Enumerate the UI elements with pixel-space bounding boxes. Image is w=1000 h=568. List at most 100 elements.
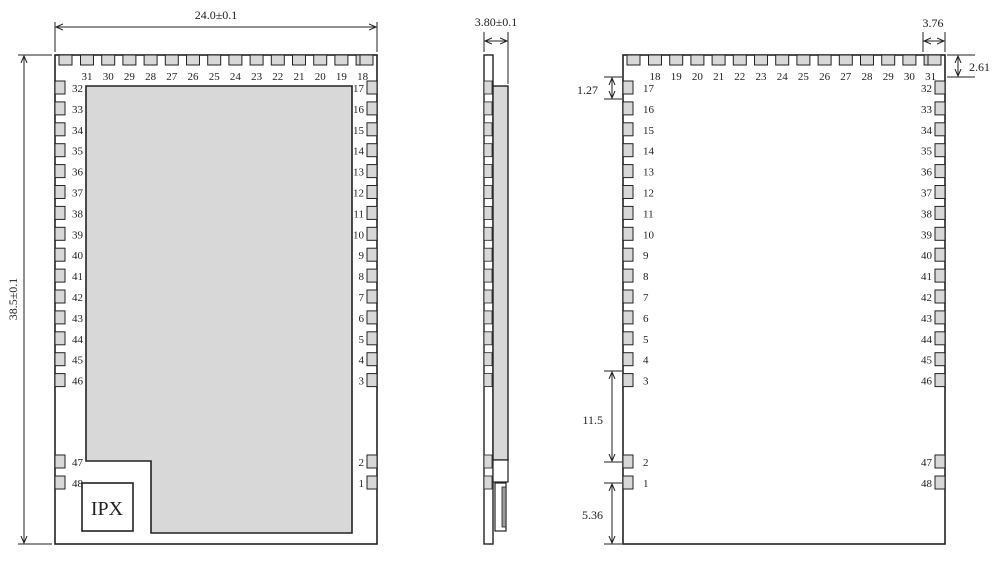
pin-pad	[58, 54, 73, 66]
back-pitch-dimension: 1.27	[577, 76, 622, 100]
right-pin-number: 39	[921, 229, 933, 241]
top-pin-number: 18	[650, 71, 662, 83]
pin-pad	[54, 101, 66, 116]
pin-pad	[622, 205, 634, 220]
top-pin-number: 31	[925, 71, 936, 83]
right-pin-number: 36	[921, 167, 933, 179]
left-pin-number: 48	[72, 478, 84, 490]
pin-pad	[934, 143, 946, 158]
pin-pad	[366, 373, 378, 388]
pin-pad	[359, 54, 374, 66]
side-pin-pad	[483, 122, 493, 137]
top-pin-number: 30	[103, 71, 115, 83]
back-gap-dimension: 11.5	[582, 370, 622, 463]
pin-pad	[622, 247, 634, 262]
top-pin-number: 25	[798, 71, 810, 83]
top-pin-number: 29	[124, 71, 136, 83]
pin-pad	[934, 289, 946, 304]
back-bottom-label: 5.36	[582, 508, 603, 522]
left-pin-number: 42	[72, 292, 83, 304]
pin-pad	[881, 54, 896, 66]
left-pin-number: 39	[72, 229, 84, 241]
right-pin-number: 13	[353, 167, 365, 179]
pin-pad	[934, 205, 946, 220]
pin-pad	[934, 122, 946, 137]
pin-pad	[54, 122, 66, 137]
left-pin-number: 9	[643, 250, 649, 262]
pin-pad	[54, 164, 66, 179]
pin-pad	[796, 54, 811, 66]
left-pin-number: 32	[72, 83, 83, 95]
pin-pad	[122, 54, 137, 66]
front-shield-area	[85, 85, 353, 534]
top-pin-number: 22	[272, 71, 283, 83]
pin-pad	[622, 331, 634, 346]
pin-pad	[622, 268, 634, 283]
pin-pad	[54, 205, 66, 220]
pin-pad	[754, 54, 768, 66]
ipx-connector	[81, 482, 134, 532]
top-pin-number: 21	[294, 71, 305, 83]
pin-pad	[366, 226, 378, 241]
right-pin-number: 38	[921, 208, 933, 220]
left-pin-number: 14	[643, 146, 655, 158]
pin-pad	[732, 54, 747, 66]
left-pin-number: 6	[643, 313, 649, 325]
right-pin-number: 4	[359, 355, 365, 367]
top-pin-number: 30	[904, 71, 916, 83]
pin-pad	[366, 205, 378, 220]
back-pad-width-label: 3.76	[923, 16, 944, 30]
back-bottom-dimension: 5.36	[582, 482, 622, 545]
right-pin-number: 12	[353, 188, 364, 200]
right-pin-number: 34	[921, 125, 933, 137]
top-pin-number: 18	[357, 71, 369, 83]
side-shield-lower	[492, 459, 509, 483]
pin-pad	[54, 80, 66, 95]
left-pin-number: 45	[72, 355, 84, 367]
top-pin-number: 19	[671, 71, 683, 83]
right-pin-number: 2	[359, 457, 365, 469]
pin-pad	[838, 54, 853, 66]
pin-pad	[366, 454, 378, 469]
left-pin-number: 5	[643, 334, 649, 346]
pin-pad	[934, 373, 946, 388]
back-pad-height-label: 2.61	[969, 60, 990, 74]
right-pin-number: 9	[359, 250, 365, 262]
pin-pad	[313, 54, 328, 66]
top-pin-number: 26	[188, 71, 200, 83]
pin-pad	[934, 475, 946, 490]
pin-pad	[817, 54, 832, 66]
left-pin-number: 4	[643, 355, 649, 367]
side-view: 3.80±0.1	[475, 15, 518, 545]
right-pin-number: 17	[353, 83, 365, 95]
pin-pad	[622, 101, 634, 116]
pin-pad	[366, 268, 378, 283]
left-pin-number: 8	[643, 271, 649, 283]
pin-pad	[622, 143, 634, 158]
side-pin-pad	[483, 352, 493, 367]
pin-pad	[860, 54, 874, 66]
left-pin-number: 1	[643, 478, 649, 490]
top-pin-number: 27	[166, 71, 178, 83]
right-pin-number: 42	[921, 292, 932, 304]
top-pin-number: 20	[692, 71, 704, 83]
pin-pad	[366, 475, 378, 490]
pin-pad	[249, 54, 264, 66]
top-pin-number: 28	[862, 71, 874, 83]
pin-pad	[54, 454, 66, 469]
pin-pad	[207, 54, 222, 66]
side-pin-pad	[483, 185, 493, 199]
pin-pad	[334, 54, 349, 66]
side-pin-pad	[483, 101, 493, 116]
pin-pad	[648, 54, 662, 66]
ipx-label: IPX	[91, 498, 124, 520]
pin-pad	[927, 54, 942, 66]
left-pin-number: 47	[72, 457, 84, 469]
right-pin-number: 37	[921, 188, 933, 200]
side-thickness-label: 3.80±0.1	[475, 15, 518, 29]
left-pin-number: 37	[72, 188, 84, 200]
right-pin-number: 1	[359, 478, 365, 490]
left-pin-number: 38	[72, 208, 84, 220]
